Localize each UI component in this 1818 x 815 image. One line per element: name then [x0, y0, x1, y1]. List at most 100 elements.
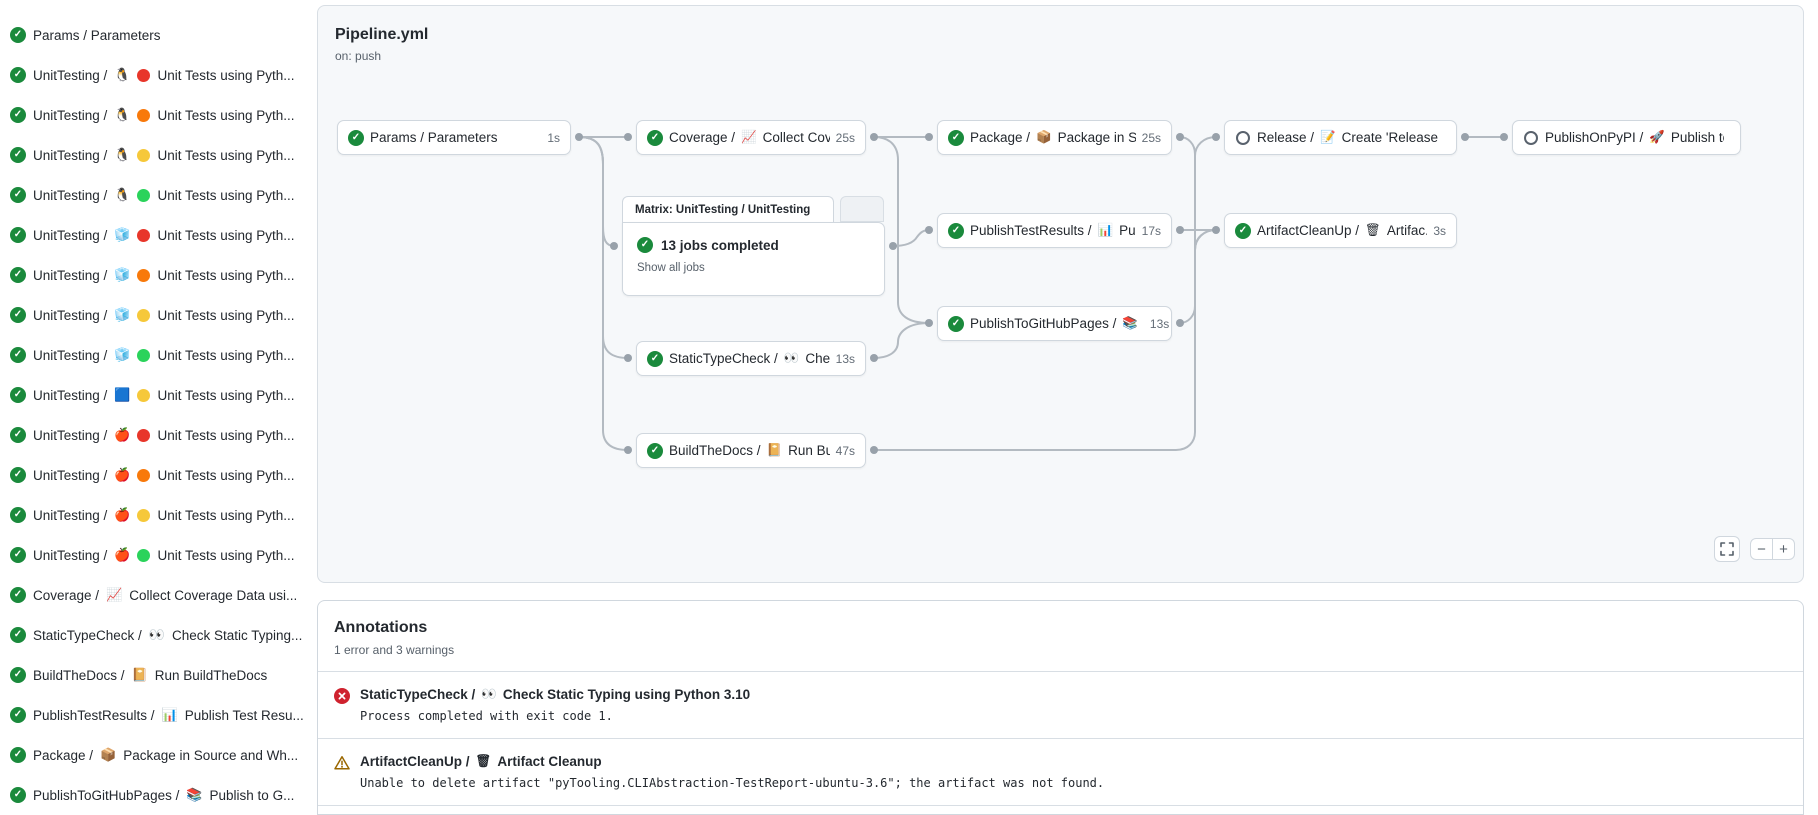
zoom-out-button[interactable]: − — [1750, 538, 1773, 560]
matrix-summary-text: 13 jobs completed — [661, 237, 779, 253]
python-version-dot — [137, 548, 151, 562]
annotation-warning-row[interactable]: ArtifactCleanUp /🗑Artifact Cleanup Unabl… — [318, 738, 1803, 805]
sidebar-item-params[interactable]: Params / Parameters — [0, 15, 312, 55]
node-job-name: Params / Parameters — [370, 130, 498, 145]
node-job-name: Release / — [1257, 130, 1315, 145]
python-version-dot — [137, 68, 151, 82]
job-name: Package / — [33, 747, 94, 763]
notebook-icon: 📔 — [766, 443, 783, 457]
job-name: UnitTesting / — [33, 547, 108, 563]
package-icon: 📦 — [100, 747, 117, 762]
annotations-summary: 1 error and 3 warnings — [334, 643, 455, 657]
python-version-dot — [137, 228, 151, 242]
success-icon — [10, 467, 26, 483]
success-icon — [10, 747, 26, 763]
matrix-summary-card[interactable]: 13 jobs completed Show all jobs — [622, 222, 885, 296]
sidebar-item-publishtogithubpages[interactable]: PublishToGitHubPages /📚Publish to G... — [0, 775, 312, 815]
show-all-jobs-link[interactable]: Show all jobs — [637, 262, 705, 274]
job-node-release[interactable]: Release /📝Create 'Release P... — [1224, 120, 1457, 155]
sidebar-item-unittesting[interactable]: UnitTesting /🐧Unit Tests using Pyth... — [0, 135, 312, 175]
node-job-label: Collect Cove... — [762, 130, 830, 145]
job-name: UnitTesting / — [33, 307, 108, 323]
job-node-package[interactable]: Package /📦Package in So...25s — [937, 120, 1172, 155]
sidebar-item-package[interactable]: Package /📦Package in Source and Wh... — [0, 735, 312, 775]
annotations-divider — [318, 805, 1803, 806]
job-node-coverage[interactable]: Coverage /📈Collect Cove...25s — [636, 120, 866, 155]
job-name: UnitTesting / — [33, 467, 108, 483]
success-icon — [10, 187, 26, 203]
sidebar-item-unittesting[interactable]: UnitTesting / 🐧 Unit Tests using Pyth... — [0, 175, 312, 215]
success-icon — [10, 307, 26, 323]
job-label: Collect Coverage Data usi... — [129, 587, 298, 603]
sidebar-item-unittesting[interactable]: UnitTesting /🟦Unit Tests using Pyth... — [0, 375, 312, 415]
job-node-publishtogithubpages[interactable]: PublishToGitHubPages /📚...13s — [937, 306, 1172, 341]
success-icon — [10, 387, 26, 403]
annotations-header: Annotations 1 error and 3 warnings — [318, 601, 1803, 671]
job-label: Check Static Typing... — [172, 627, 303, 643]
job-name: UnitTesting / — [33, 147, 108, 163]
annotation-error-row[interactable]: StaticTypeCheck /👀Check Static Typing us… — [318, 671, 1803, 738]
node-duration: 3s — [1433, 223, 1446, 238]
sidebar-item-unittesting[interactable]: UnitTesting /🍎Unit Tests using Pyth... — [0, 415, 312, 455]
sidebar-item-unittesting[interactable]: UnitTesting /🧊Unit Tests using Pyth... — [0, 335, 312, 375]
job-name: UnitTesting / — [33, 107, 108, 123]
python-version-dot — [137, 188, 151, 202]
job-node-publishonpypi[interactable]: PublishOnPyPI /🚀Publish to ... — [1512, 120, 1741, 155]
linux-icon: 🐧 — [114, 67, 131, 82]
wastebasket-icon: 🗑 — [1365, 223, 1381, 237]
sidebar-item-unittesting[interactable]: UnitTesting /🐧Unit Tests using Pyth... — [0, 55, 312, 95]
status-icon — [348, 129, 364, 146]
success-icon — [10, 587, 26, 603]
job-label: Unit Tests using Pyth... — [157, 107, 295, 123]
sidebar-item-unittesting[interactable]: UnitTesting /🐧Unit Tests using Pyth... — [0, 95, 312, 135]
sidebar-item-unittesting[interactable]: UnitTesting /🧊Unit Tests using Pyth... — [0, 215, 312, 255]
rocket-icon: 🚀 — [1649, 130, 1665, 144]
sidebar-item-statictypecheck[interactable]: StaticTypeCheck /👀Check Static Typing... — [0, 615, 312, 655]
matrix-card: Matrix: UnitTesting / UnitTesting 13 job… — [622, 196, 885, 296]
python-version-dot — [137, 508, 151, 522]
job-name: UnitTesting / — [33, 227, 108, 243]
job-name: UnitTesting / — [33, 187, 108, 203]
sidebar-item-unittesting[interactable]: UnitTesting /🍎Unit Tests using Pyth... — [0, 455, 312, 495]
job-name: UnitTesting / — [33, 347, 108, 363]
node-job-name: ArtifactCleanUp / — [1257, 223, 1360, 238]
node-job-name: PublishToGitHubPages / — [970, 316, 1117, 331]
sidebar-item-publishtestresults[interactable]: PublishTestResults /📊Publish Test Resu..… — [0, 695, 312, 735]
zoom-in-button[interactable]: + — [1772, 538, 1795, 560]
macos-icon: 🍎 — [114, 507, 131, 522]
node-duration: 25s — [835, 130, 855, 145]
matrix-tab[interactable]: Matrix: UnitTesting / UnitTesting — [622, 196, 834, 222]
linux-icon: 🐧 — [114, 187, 131, 202]
matrix-tab-label: Matrix: UnitTesting / UnitTesting — [635, 203, 811, 216]
workflow-trigger: on: push — [335, 49, 382, 63]
warning-icon — [334, 756, 350, 770]
eyes-icon: 👀 — [783, 351, 800, 365]
sidebar-item-unittesting[interactable]: UnitTesting /🧊Unit Tests using Pyth... — [0, 295, 312, 335]
job-label: Unit Tests using Pyth... — [157, 187, 295, 203]
success-icon — [10, 347, 26, 363]
sidebar-item-buildthedocs[interactable]: BuildTheDocs /📔Run BuildTheDocs — [0, 655, 312, 695]
annotation-job-title: StaticTypeCheck /👀Check Static Typing us… — [360, 687, 751, 702]
job-label: Unit Tests using Pyth... — [157, 507, 295, 523]
sidebar-item-unittesting[interactable]: UnitTesting /🧊Unit Tests using Pyth... — [0, 255, 312, 295]
macos-icon: 🍎 — [114, 547, 131, 562]
python-version-dot — [137, 308, 151, 322]
job-name: PublishToGitHubPages / — [33, 787, 180, 803]
matrix-stacked-tab — [840, 196, 884, 222]
job-node-publishtestresults[interactable]: PublishTestResults /📊Pu...17s — [937, 213, 1172, 248]
sidebar-item-coverage[interactable]: Coverage /📈Collect Coverage Data usi... — [0, 575, 312, 615]
sidebar-item-unittesting[interactable]: UnitTesting /🍎Unit Tests using Pyth... — [0, 495, 312, 535]
fullscreen-button[interactable] — [1714, 536, 1740, 562]
linux-icon: 🐧 — [114, 147, 131, 162]
job-label: Unit Tests using Pyth... — [157, 67, 295, 83]
success-icon — [637, 237, 653, 253]
package-icon: 📦 — [1036, 130, 1052, 144]
sidebar-item-unittesting[interactable]: UnitTesting /🍎Unit Tests using Pyth... — [0, 535, 312, 575]
status-icon — [647, 442, 663, 459]
job-name: StaticTypeCheck / — [33, 627, 142, 643]
job-node-statictypecheck[interactable]: StaticTypeCheck /👀Chec...13s — [636, 341, 866, 376]
job-node-buildthedocs[interactable]: BuildTheDocs /📔Run Buil...47s — [636, 433, 866, 468]
job-node-artifactcleanup[interactable]: ArtifactCleanUp /🗑Artifac...3s — [1224, 213, 1457, 248]
